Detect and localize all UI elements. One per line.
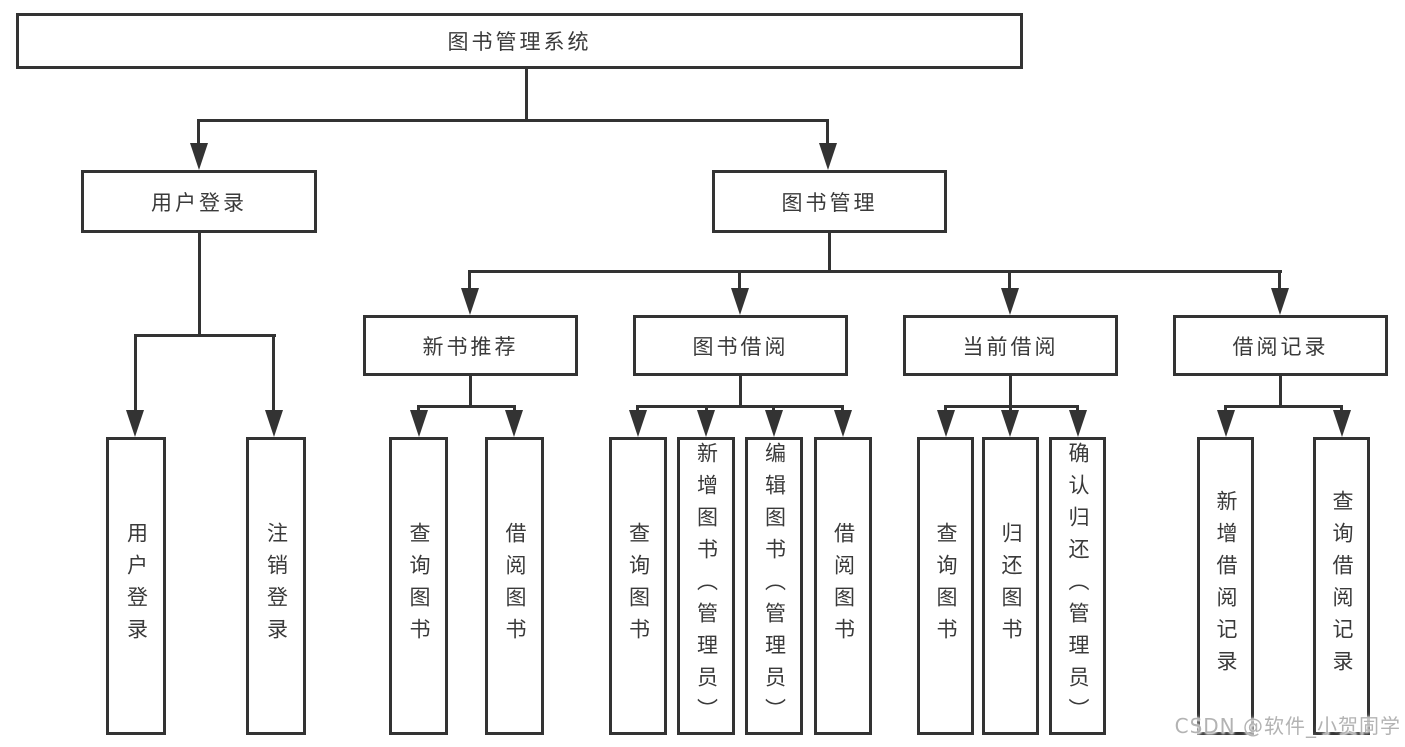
arrowhead-down-icon [1217, 410, 1235, 437]
leaf-logout-label: 注销登录 [264, 522, 289, 650]
arrowhead-down-icon [731, 288, 749, 315]
leaf-logout: 注销登录 [246, 437, 306, 735]
connector-line [1076, 405, 1079, 412]
arrowhead-down-icon [629, 410, 647, 437]
node-book-borrowing: 图书借阅 [633, 315, 848, 376]
leaf-add-book-admin-label: 新增图书（管理员） [694, 442, 719, 730]
node-new-book-recommendation: 新书推荐 [363, 315, 578, 376]
leaf-new-borrow-record-label: 新增借阅记录 [1214, 490, 1238, 682]
connector-line [525, 69, 528, 121]
arrowhead-down-icon [1069, 410, 1087, 437]
connector-line [828, 233, 831, 272]
arrowhead-down-icon [834, 410, 852, 437]
connector-line [198, 233, 201, 336]
connector-line [469, 376, 472, 407]
connector-line [1340, 405, 1343, 412]
leaf-query-books-1-label: 查询图书 [407, 522, 431, 650]
leaf-query-books-2: 查询图书 [609, 437, 667, 735]
arrowhead-down-icon [1001, 410, 1019, 437]
arrowhead-down-icon [765, 410, 783, 437]
arrowhead-down-icon [1271, 288, 1289, 315]
connector-line [134, 334, 137, 412]
node-book-management: 图书管理 [712, 170, 947, 233]
leaf-return-books-label: 归还图书 [999, 522, 1023, 650]
leaf-query-books-2-label: 查询图书 [626, 522, 651, 650]
arrowhead-down-icon [697, 410, 715, 437]
leaf-user-login: 用户登录 [106, 437, 166, 735]
connector-line [1009, 405, 1012, 412]
node-library-management-system: 图书管理系统 [16, 13, 1023, 69]
connector-line [417, 405, 420, 412]
connector-line [636, 405, 844, 408]
leaf-new-borrow-record: 新增借阅记录 [1197, 437, 1254, 735]
connector-line [197, 119, 829, 122]
connector-line [1008, 270, 1011, 290]
connector-line [468, 270, 1282, 273]
leaf-edit-book-admin: 编辑图书（管理员） [745, 437, 803, 735]
arrowhead-down-icon [505, 410, 523, 437]
connector-line [1224, 405, 1343, 408]
arrowhead-down-icon [461, 288, 479, 315]
node-current-borrowing: 当前借阅 [903, 315, 1118, 376]
connector-line [1279, 376, 1282, 407]
connector-line [772, 405, 775, 412]
connector-line [636, 405, 639, 412]
leaf-borrow-books-2: 借阅图书 [814, 437, 872, 735]
leaf-borrow-books-1-label: 借阅图书 [503, 522, 527, 650]
connector-line [197, 119, 200, 146]
leaf-query-books-3: 查询图书 [917, 437, 974, 735]
connector-line [468, 270, 471, 290]
connector-line [826, 119, 829, 146]
leaf-query-books-3-label: 查询图书 [934, 522, 958, 650]
connector-line [1224, 405, 1227, 412]
arrowhead-down-icon [819, 143, 837, 170]
arrowhead-down-icon [410, 410, 428, 437]
leaf-add-book-admin: 新增图书（管理员） [677, 437, 735, 735]
connector-line [417, 405, 516, 408]
connector-line [513, 405, 516, 412]
connector-line [739, 376, 742, 407]
arrowhead-down-icon [190, 143, 208, 170]
arrowhead-down-icon [265, 410, 283, 437]
watermark: CSDN @软件_小贺同学 [1174, 714, 1401, 738]
connector-line [134, 334, 276, 337]
arrowhead-down-icon [937, 410, 955, 437]
leaf-user-login-label: 用户登录 [124, 522, 149, 650]
leaf-borrow-books-1: 借阅图书 [485, 437, 544, 735]
connector-line [841, 405, 844, 412]
arrowhead-down-icon [1333, 410, 1351, 437]
leaf-query-books-1: 查询图书 [389, 437, 448, 735]
node-user-login: 用户登录 [81, 170, 317, 233]
leaf-borrow-books-2-label: 借阅图书 [831, 522, 856, 650]
arrowhead-down-icon [126, 410, 144, 437]
connector-line [1278, 270, 1281, 290]
connector-line [1009, 376, 1012, 407]
connector-line [272, 334, 275, 412]
connector-line [944, 405, 947, 412]
leaf-confirm-return-admin-label: 确认归还（管理员） [1066, 442, 1090, 730]
leaf-confirm-return-admin: 确认归还（管理员） [1049, 437, 1106, 735]
leaf-query-borrow-record: 查询借阅记录 [1313, 437, 1370, 735]
connector-line [705, 405, 708, 412]
leaf-edit-book-admin-label: 编辑图书（管理员） [762, 442, 787, 730]
leaf-return-books: 归还图书 [982, 437, 1039, 735]
leaf-query-borrow-record-label: 查询借阅记录 [1330, 490, 1354, 682]
connector-line [738, 270, 741, 290]
node-borrowing-records: 借阅记录 [1173, 315, 1388, 376]
arrowhead-down-icon [1001, 288, 1019, 315]
